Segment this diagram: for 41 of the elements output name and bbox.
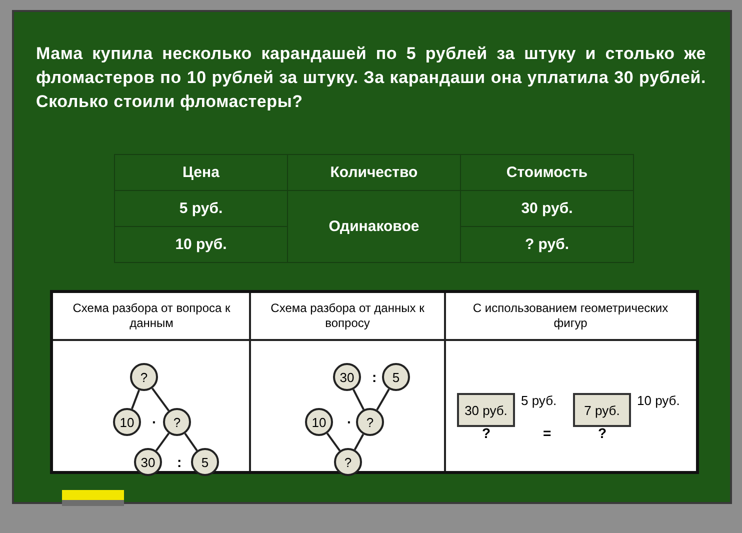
- circle-node: ?: [334, 448, 362, 476]
- table-cell: Количество: [288, 154, 460, 190]
- table-cell: ? руб.: [460, 226, 634, 262]
- value-box: 30 руб.: [457, 393, 515, 427]
- operation-sign: ·: [347, 414, 352, 430]
- table-cell: Цена: [114, 154, 288, 190]
- operation-sign: ·: [152, 414, 157, 430]
- connector-line: [184, 432, 198, 452]
- connector-line: [155, 432, 170, 452]
- circle-node: 10: [305, 408, 333, 436]
- circle-node: 5: [191, 448, 219, 476]
- value-box: 7 руб.: [573, 393, 631, 427]
- connector-line: [151, 388, 170, 412]
- circle-node: ?: [163, 408, 191, 436]
- table-cell: Одинаковое: [288, 190, 460, 262]
- operation-sign: :: [372, 369, 377, 385]
- connector-line: [376, 388, 390, 410]
- problem-text: Мама купила несколько карандашей по 5 рублей за штуку и столько же фломастеров по 10 рублей за штуку. За карандаши она уплатила 30 рублей. Сколько стоили фломастеры?: [36, 43, 706, 113]
- connector-line: [354, 434, 364, 450]
- equation-sign: ?: [482, 425, 491, 441]
- price-label: 5 руб.: [521, 393, 557, 408]
- circle-node: 10: [113, 408, 141, 436]
- circle-node: ?: [130, 363, 158, 391]
- circle-node: 5: [382, 363, 410, 391]
- table-cell: Стоимость: [460, 154, 634, 190]
- table-cell: 10 руб.: [114, 226, 288, 262]
- column-header: Схема разбора от данных к вопросу: [250, 293, 445, 341]
- connector-line: [352, 389, 365, 410]
- column-header: Схема разбора от вопроса к данным: [53, 293, 250, 341]
- price-label: 10 руб.: [637, 393, 680, 408]
- table-cell: 30 руб.: [460, 190, 634, 226]
- connector-line: [131, 390, 140, 410]
- operation-sign: :: [177, 454, 182, 470]
- circle-node: 30: [134, 448, 162, 476]
- circle-node: ?: [356, 408, 384, 436]
- table-cell: 5 руб.: [114, 190, 288, 226]
- column-header: С использованием геометрических фигур: [445, 293, 696, 341]
- equation-sign: =: [543, 425, 552, 441]
- circle-node: 30: [333, 363, 361, 391]
- equation-sign: ?: [598, 425, 607, 441]
- connector-line: [326, 432, 341, 452]
